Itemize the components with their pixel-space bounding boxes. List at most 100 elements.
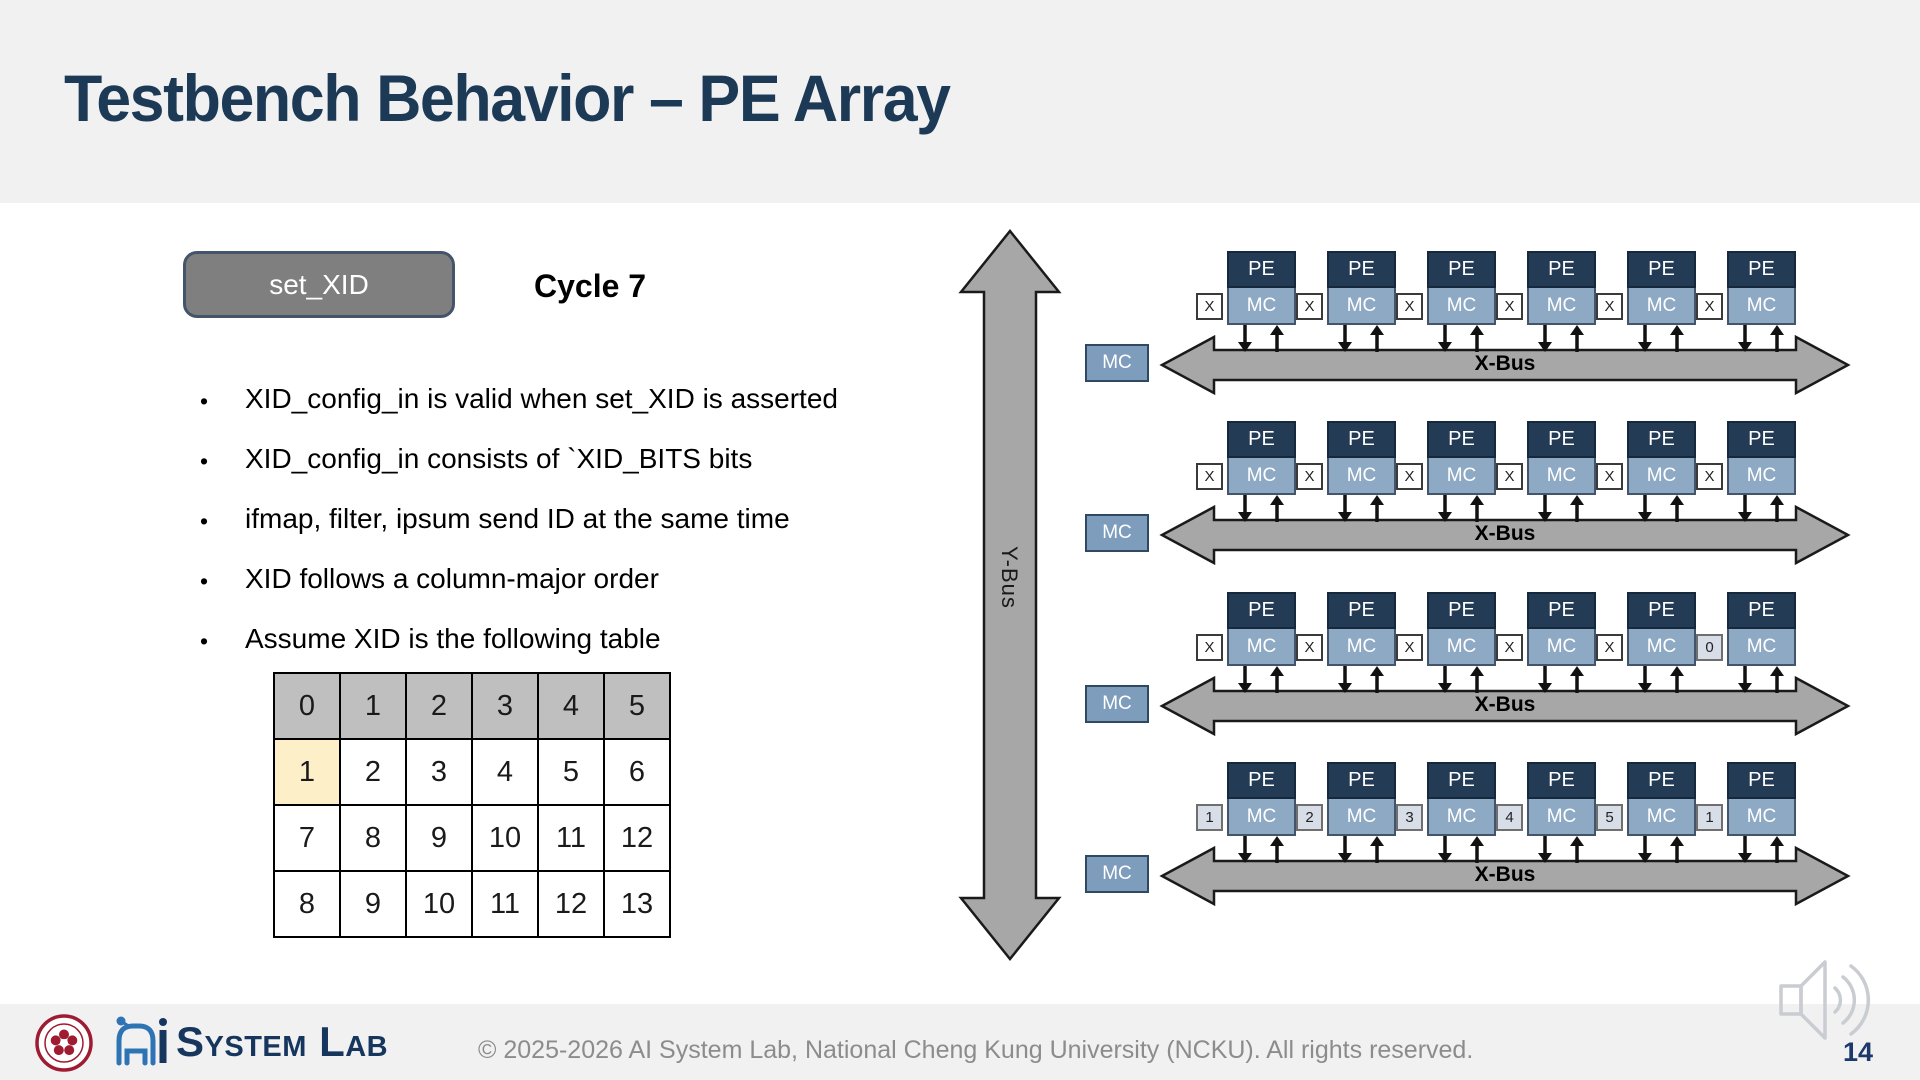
xid-tag-box: X: [1596, 463, 1623, 490]
xid-cell: 13: [603, 870, 671, 938]
mc-block: MC: [1727, 288, 1796, 325]
xid-tag-box: X: [1496, 463, 1523, 490]
pe-block: PE: [1627, 251, 1696, 288]
xid-cell: 6: [603, 738, 671, 806]
xid-tag-box: 0: [1696, 634, 1723, 661]
bus-connector-arrows-icon: [1638, 666, 1684, 693]
bullet-text: XID_config_in is valid when set_XID is a…: [245, 383, 838, 414]
mc-block: MC: [1227, 288, 1296, 325]
xid-tag-box: X: [1396, 463, 1423, 490]
pe-block: PE: [1427, 421, 1496, 458]
mc-block: MC: [1327, 458, 1396, 495]
pe-block: PE: [1627, 421, 1696, 458]
xid-cell: 1: [273, 738, 341, 806]
mc-block: MC: [1727, 629, 1796, 666]
xid-tag-box: 1: [1696, 804, 1723, 831]
bus-connector-arrows-icon: [1438, 666, 1484, 693]
bullet-item: •XID_config_in consists of `XID_BITS bit…: [200, 442, 960, 478]
xid-cell: 11: [537, 804, 605, 872]
bus-connector-arrows-icon: [1438, 836, 1484, 863]
xid-tag-box: X: [1296, 293, 1323, 320]
mc-block: MC: [1327, 799, 1396, 836]
xid-tag-box: X: [1696, 293, 1723, 320]
bus-connector-arrows-icon: [1538, 666, 1584, 693]
pe-block: PE: [1227, 762, 1296, 799]
xid-cell: 8: [339, 804, 407, 872]
pe-block: PE: [1327, 762, 1396, 799]
pe-block: PE: [1527, 762, 1596, 799]
header-cell: 3: [471, 672, 539, 740]
mc-block: MC: [1627, 458, 1696, 495]
mc-block: MC: [1227, 629, 1296, 666]
copyright-text: © 2025-2026 AI System Lab, National Chen…: [478, 1036, 1474, 1064]
mc-block: MC: [1527, 288, 1596, 325]
pe-block: PE: [1727, 421, 1796, 458]
footer-band: [0, 1004, 1920, 1080]
bullet-marker: •: [200, 508, 209, 534]
xid-tag-box: X: [1196, 463, 1223, 490]
xid-cell: 10: [471, 804, 539, 872]
row-mc-box: MC: [1085, 685, 1149, 723]
xid-tag-box: X: [1496, 293, 1523, 320]
xid-cell: 3: [405, 738, 473, 806]
bullet-marker: •: [200, 628, 209, 654]
bullet-text: XID follows a column-major order: [245, 563, 659, 594]
xid-tag-box: X: [1196, 293, 1223, 320]
speaker-icon[interactable]: [1775, 950, 1893, 1050]
mc-block: MC: [1727, 799, 1796, 836]
xid-tag-box: X: [1396, 634, 1423, 661]
bus-connector-arrows-icon: [1338, 495, 1384, 522]
pe-block: PE: [1627, 592, 1696, 629]
mc-block: MC: [1227, 799, 1296, 836]
x-bus-label: X-Bus: [1474, 522, 1536, 545]
bus-connector-arrows-icon: [1638, 836, 1684, 863]
bus-connector-arrows-icon: [1338, 836, 1384, 863]
bus-connector-arrows-icon: [1538, 325, 1584, 352]
pe-block: PE: [1227, 251, 1296, 288]
xid-cell: 10: [405, 870, 473, 938]
mc-block: MC: [1627, 629, 1696, 666]
bus-connector-arrows-icon: [1338, 325, 1384, 352]
page-title: Testbench Behavior – PE Array: [64, 61, 951, 135]
pe-block: PE: [1227, 421, 1296, 458]
bus-connector-arrows-icon: [1238, 495, 1284, 522]
xid-cell: 12: [603, 804, 671, 872]
bus-connector-arrows-icon: [1238, 325, 1284, 352]
xid-tag-box: X: [1196, 634, 1223, 661]
xid-tag-box: X: [1296, 634, 1323, 661]
mc-block: MC: [1527, 799, 1596, 836]
bullet-item: •XID follows a column-major order: [200, 562, 960, 598]
xid-tag-box: X: [1296, 463, 1323, 490]
